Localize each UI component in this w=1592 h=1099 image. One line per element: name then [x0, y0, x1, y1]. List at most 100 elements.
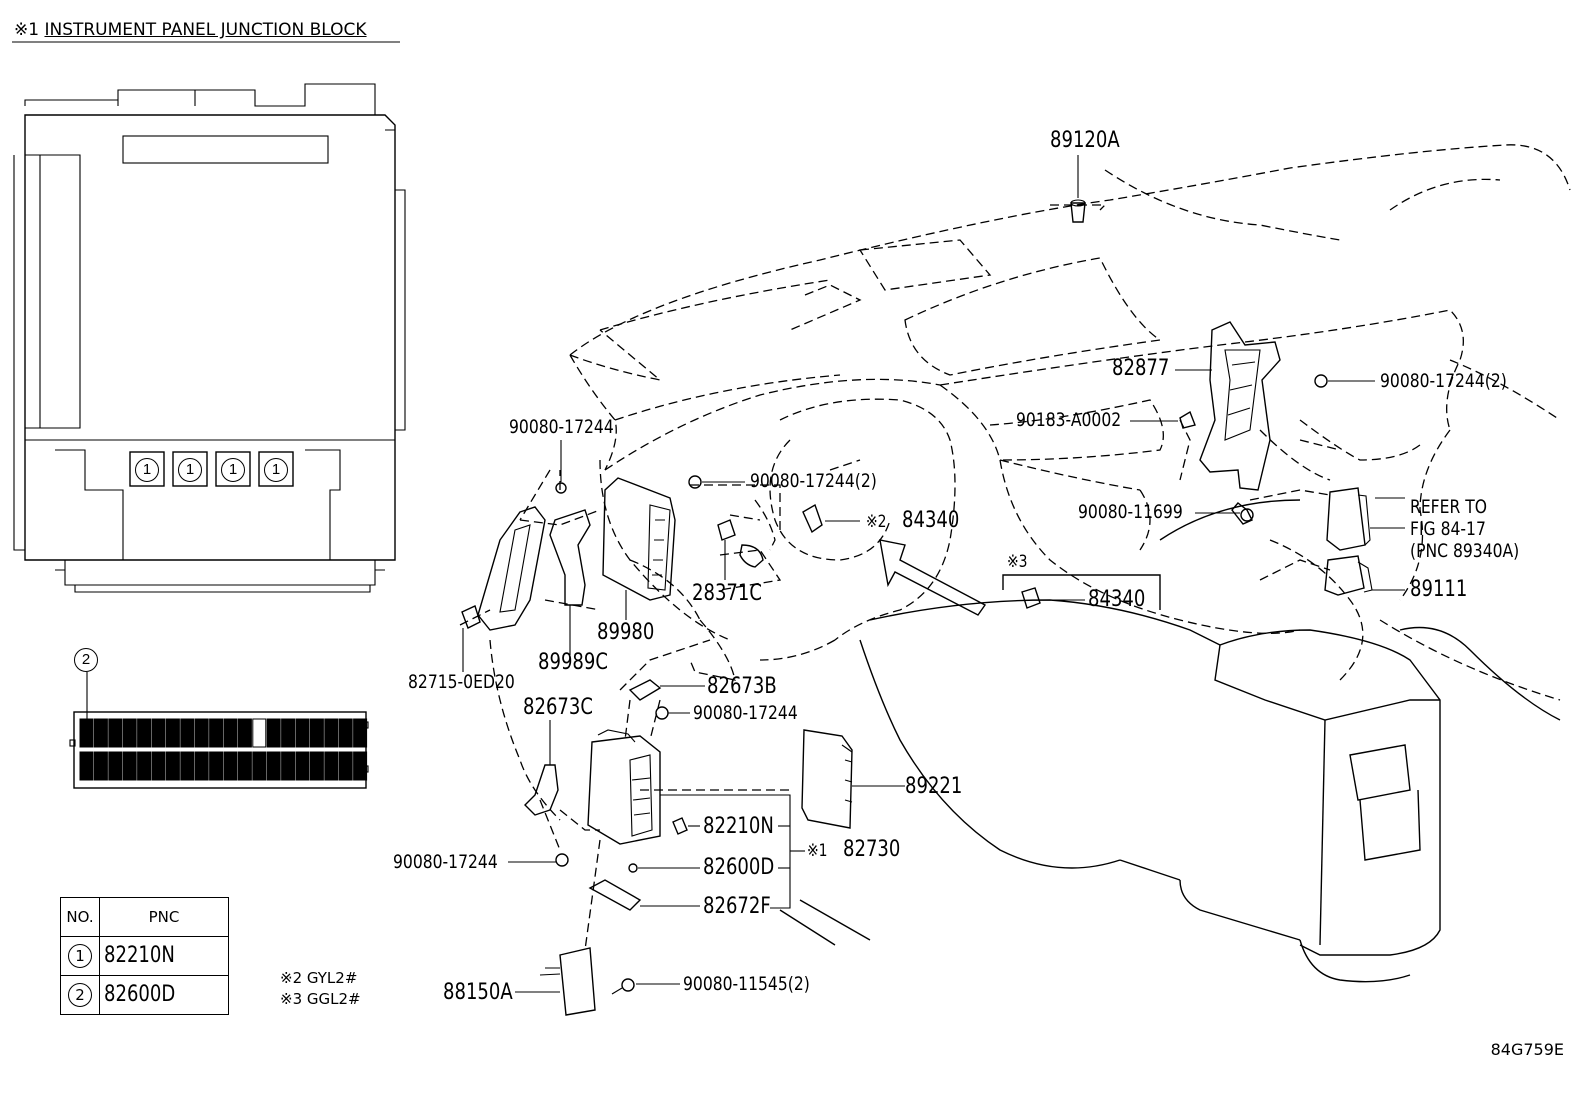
pnc-table: NO. PNC 1 82210N 2 82600D	[60, 897, 229, 1015]
fuse-cell	[151, 718, 166, 748]
label-90080-11545-2: 90080-11545(2)	[683, 973, 810, 995]
fuse-marker-1d: 1	[264, 458, 288, 482]
label-90080-17244-2-right: 90080-17244(2)	[1380, 370, 1507, 392]
label-28371c: 28371C	[692, 581, 762, 606]
fuse-cell	[266, 718, 281, 748]
fuse-cell	[180, 751, 195, 781]
part-82673c	[524, 720, 559, 816]
label-89221: 89221	[905, 774, 963, 799]
fuse-cell	[108, 718, 123, 748]
part-89111	[1324, 487, 1405, 596]
label-note3-mark: ※3	[1007, 552, 1028, 572]
label-90080-11699: 90080-11699	[1078, 501, 1183, 523]
fuse-cell	[309, 751, 324, 781]
label-84340: 84340	[902, 508, 960, 533]
fuse-cell	[338, 751, 353, 781]
part-88150a	[515, 947, 596, 1016]
fuse-cell	[122, 751, 137, 781]
fuse-cell	[281, 751, 296, 781]
fuse-cell	[108, 751, 123, 781]
table-row: 2 82600D	[60, 975, 229, 1015]
label-90080-17244-2-mid: 90080-17244(2)	[750, 470, 877, 492]
fuse-cell	[324, 718, 339, 748]
fuse-cell	[79, 751, 94, 781]
fasteners	[508, 374, 1375, 995]
fuse-cell	[252, 718, 267, 748]
note-gyl2: ※2 GYL2#	[280, 969, 358, 987]
fuse-cell	[281, 718, 296, 748]
label-89980: 89980	[597, 620, 655, 645]
fuse-marker-1c: 1	[221, 458, 245, 482]
fuse-cell	[295, 718, 310, 748]
part-82673b	[628, 679, 705, 701]
fuse-cell	[237, 718, 252, 748]
fuse-cell	[194, 718, 209, 748]
pnc-table-head-pnc: PNC	[99, 897, 229, 937]
fuse-cell	[223, 751, 238, 781]
label-89111: 89111	[1410, 577, 1468, 602]
label-82715-0ed20: 82715-0ED20	[408, 671, 515, 693]
fuse-cell	[194, 751, 209, 781]
fuse-cell	[223, 718, 238, 748]
figure-code: 84G759E	[1490, 1040, 1564, 1059]
junction-block-drawing	[13, 83, 406, 593]
row-number-circle: 1	[68, 944, 92, 968]
dashboard-outline	[459, 144, 1571, 951]
label-82730-mark: ※1	[807, 841, 828, 861]
fuse-cell	[93, 751, 108, 781]
row-pnc: 82210N	[104, 943, 175, 968]
label-82730: 82730	[843, 837, 901, 862]
label-82210n: 82210N	[703, 814, 774, 839]
fuse-cell	[137, 718, 152, 748]
inset-title-mark: ※1	[14, 20, 40, 40]
label-90080-17244-top: 90080-17244	[509, 416, 614, 438]
label-90080-17244-low: 90080-17244	[393, 851, 498, 873]
fuse-cell	[338, 718, 353, 748]
inset-title-text: INSTRUMENT PANEL JUNCTION BLOCK	[44, 20, 367, 40]
fuse-strip-drawing	[69, 672, 369, 789]
part-84340-b	[1002, 574, 1161, 610]
label-refer-line2: FIG 84-17	[1410, 518, 1486, 540]
fuse-cell	[237, 751, 252, 781]
row-pnc: 82600D	[104, 982, 176, 1007]
fuse-cell	[137, 751, 152, 781]
label-refer-line3: (PNC 89340A)	[1410, 540, 1520, 562]
fuse-cell	[180, 718, 195, 748]
fuse-cell	[209, 718, 224, 748]
fuse-cell	[353, 718, 368, 748]
center-console	[779, 499, 1561, 983]
label-82877: 82877	[1112, 356, 1170, 381]
fuse-cell	[122, 718, 137, 748]
fuse-cell	[324, 751, 339, 781]
pnc-table-head-no: NO.	[60, 897, 100, 937]
part-89120a	[1070, 155, 1086, 223]
label-82673b: 82673B	[707, 674, 777, 699]
label-89989c: 89989C	[538, 650, 608, 675]
table-row: 1 82210N	[60, 936, 229, 976]
label-90183-a0002: 90183-A0002	[1016, 409, 1122, 431]
label-82600d: 82600D	[703, 855, 775, 880]
label-84340-mark: ※2	[866, 512, 887, 532]
fuse-cell	[165, 751, 180, 781]
label-refer-line1: REFER TO	[1410, 496, 1488, 518]
row-number-circle: 2	[68, 983, 92, 1007]
part-89989c	[549, 509, 591, 655]
fuse-cell	[165, 718, 180, 748]
label-84340-b: 84340	[1088, 587, 1146, 612]
note-ggl2: ※3 GGL2#	[280, 990, 361, 1008]
part-82730	[587, 729, 805, 909]
label-90080-17244-mid2: 90080-17244	[693, 702, 798, 724]
part-82715	[461, 506, 546, 672]
fuse-cell	[93, 718, 108, 748]
fuse-marker-1b: 1	[178, 458, 202, 482]
part-82672f	[588, 879, 700, 911]
fuse-marker-1a: 1	[135, 458, 159, 482]
part-84340	[802, 503, 987, 616]
fuse-cell	[266, 751, 281, 781]
label-82673c: 82673C	[523, 695, 593, 720]
relay-marker-2: 2	[74, 648, 98, 672]
part-28371c	[717, 519, 764, 580]
fuse-cell	[79, 718, 94, 748]
